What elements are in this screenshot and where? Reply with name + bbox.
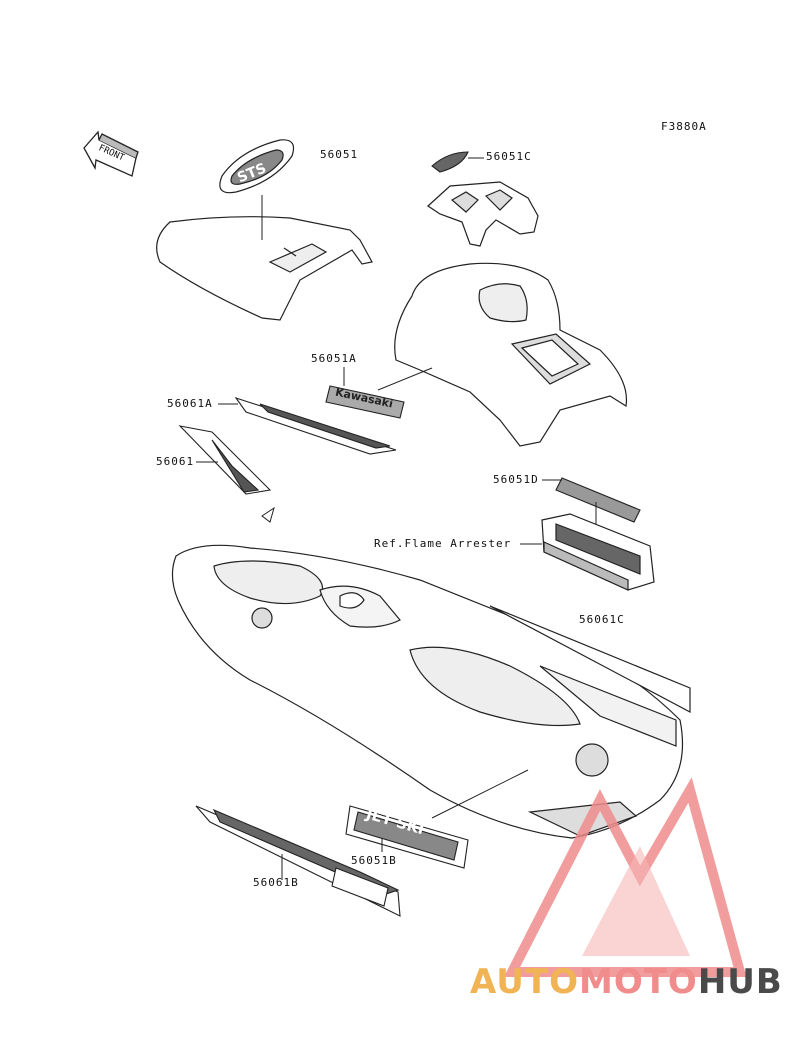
kawasaki-decal: Kawasaki: [325, 385, 405, 419]
label-56051a: 56051A: [311, 352, 357, 365]
jetski-decal: JET SKI: [345, 804, 469, 869]
flame-arrester: [541, 513, 655, 591]
sts-emblem: STS: [219, 139, 295, 194]
watermark-part-hub: HUB: [697, 962, 783, 1002]
figure-code: F3880A: [661, 120, 707, 133]
watermark-text: AUTOMOTOHUB: [470, 962, 783, 1002]
hull: [171, 544, 691, 839]
seat-cover: [156, 216, 373, 321]
label-ref-flame-arrester: Ref.Flame Arrester: [374, 537, 512, 550]
deck-console: [394, 262, 628, 447]
label-56061a: 56061A: [167, 397, 213, 410]
watermark-logo: [503, 777, 747, 977]
decal-56051c: [431, 151, 469, 173]
stripe-56061a: [234, 396, 397, 455]
label-56051b: 56051B: [351, 854, 397, 867]
label-56061b: 56061B: [253, 876, 299, 889]
watermark-part-auto: AUTO: [470, 962, 579, 1002]
label-56061c: 56061C: [579, 613, 625, 626]
watermark-part-moto: MOTO: [578, 962, 698, 1002]
label-56051d: 56051D: [493, 473, 539, 486]
label-56051: 56051: [320, 148, 359, 161]
stripe-56061b: [195, 805, 401, 917]
stripe-56061: [178, 425, 272, 495]
label-56061: 56061: [156, 455, 195, 468]
handlebar-cover: [427, 181, 539, 247]
label-56051c: 56051C: [486, 150, 532, 163]
front-arrow: FRONT: [83, 130, 139, 177]
